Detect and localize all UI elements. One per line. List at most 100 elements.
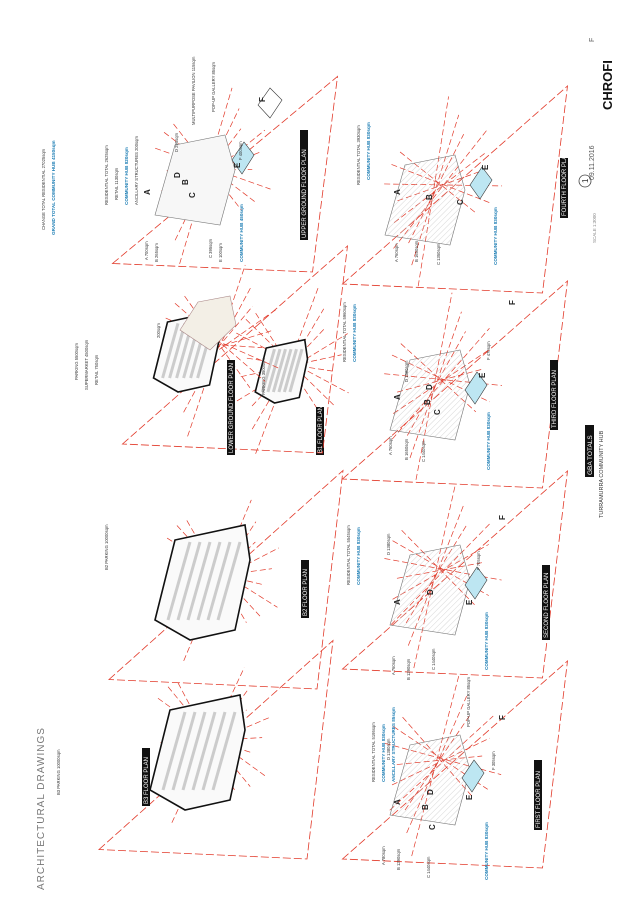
ug-ancillary: ANCILLARY STRUCTURES 200sqm (134, 136, 139, 205)
community-hub-zone (464, 566, 488, 600)
block-letter-d: D (426, 589, 435, 595)
context-line (384, 742, 502, 775)
third-f: F 470sqm (486, 341, 491, 360)
block-letter-c: C (456, 199, 465, 205)
block-letter-a: A (393, 394, 402, 400)
ug-d-wrap: D 295sqm (174, 132, 179, 152)
first-f-wrap: F 305sqm (491, 751, 496, 770)
block-letter-a: A (143, 189, 152, 195)
block-letter-wrap: F (508, 300, 517, 305)
ug-hub-e-wrap: COMMUNITY HUB 450sqm (239, 204, 244, 262)
ug-f-wrap: F 400sqm (238, 141, 243, 160)
ug-hub-wrap: COMMUNITY HUB 820sqm (124, 147, 129, 205)
ug-a-wrap: A 700sqm (144, 241, 149, 260)
block-letter-wrap: F (258, 97, 267, 102)
context-line (170, 568, 272, 583)
ug-hub: COMMUNITY HUB 820sqm (124, 147, 129, 205)
supermarket-zone (179, 295, 237, 351)
lower-ground-retail: RETAIL 750sqm (94, 354, 99, 385)
block-letter-wrap: D (426, 589, 435, 595)
ug-grand-total-wrap: GRAND TOTAL COMMUNITY HUB 4150sqm (51, 140, 56, 235)
lower-ground-extra: 200sqm (156, 323, 161, 338)
block-letter-e: E (233, 162, 242, 168)
block-letter-d: D (425, 384, 434, 390)
title-block: CHROFI (600, 60, 615, 110)
context-line (417, 96, 449, 287)
ug-ancillary-wrap: ANCILLARY STRUCTURES 200sqm (134, 136, 139, 205)
block-letter-a: A (393, 799, 402, 805)
ug-res-total-wrap: CHANGE TOTAL RESIDENTIAL 27025sqm (41, 148, 46, 230)
community-hub-zone (464, 371, 488, 405)
first-b: B 1290sqm (396, 848, 401, 870)
third-hub-e-wrap: COMMUNITY HUB 830sqm (486, 412, 491, 470)
first-hub: COMMUNITY HUB 830sqm (381, 724, 386, 782)
first-residential-wrap: RESIDENTIAL TOTAL 5195sqm (371, 722, 376, 782)
lower-ground-parking: PARKING 5500sqm (74, 343, 79, 380)
building-block (389, 544, 471, 636)
second-c: C 1440sqm (431, 648, 436, 670)
second-hub-e: COMMUNITY HUB 830sqm (484, 612, 489, 670)
building-block (389, 349, 471, 441)
third-b: B 1650sqm (404, 438, 409, 460)
block-letter-e: E (481, 164, 490, 170)
ug-d: D 295sqm (174, 132, 179, 152)
third-residential: RESIDENTIAL TOTAL 5960sqm (342, 302, 347, 362)
second-residential-wrap: RESIDENTIAL TOTAL 5545sqm (346, 525, 351, 585)
parking-bay-row (216, 541, 242, 621)
lower-ground-title-bg (227, 360, 235, 455)
parking-outline (149, 694, 246, 811)
first-residential: RESIDENTIAL TOTAL 5195sqm (371, 722, 376, 782)
ug-res-total: CHANGE TOTAL RESIDENTIAL 27025sqm (41, 148, 46, 230)
block-letter-b: B (421, 804, 430, 810)
first-hub-e-wrap: COMMUNITY HUB 830sqm (484, 822, 489, 880)
community-hub-zone (231, 141, 255, 175)
parking-bay-row (171, 711, 197, 791)
ug-b-wrap: B 265sqm (154, 243, 159, 262)
block-letter-f: F (498, 715, 507, 720)
fourth-residential-wrap: RESIDENTIAL TOTAL 3930sqm (356, 125, 361, 185)
block-letter-wrap: E (481, 164, 490, 170)
date-block: 09.11.2016 (589, 145, 596, 180)
upper-ground-title-wrap: UPPER GROUND FLOOR PLAN (302, 149, 308, 238)
block-letter-wrap: E (465, 794, 474, 800)
b3-title-bg (142, 748, 150, 806)
fourth-c-wrap: C 1350sqm (436, 243, 441, 265)
block-letter-wrap: C (188, 192, 197, 198)
third-hub-wrap: COMMUNITY HUB 830sqm (352, 304, 357, 362)
ug-retail-wrap: RETAIL 1130sqm (114, 167, 119, 200)
block-letter-wrap: B (425, 194, 434, 200)
block-letter-wrap: D (425, 384, 434, 390)
parking-bay-row (206, 541, 232, 621)
fourth-title-wrap: FOURTH FLOOR PLAN (562, 151, 568, 216)
parking-bay-row (161, 711, 187, 791)
block-letter-wrap: D (173, 172, 182, 178)
parking-bay-row (186, 541, 212, 621)
third-a: A 760sqm (388, 436, 393, 455)
site-boundary (121, 245, 349, 454)
ug-grand-total: GRAND TOTAL COMMUNITY HUB 4150sqm (51, 140, 56, 235)
fourth-title-bg (560, 158, 568, 218)
b1-title: B1 FLOOR PLAN (318, 406, 324, 453)
b3-area-wrap: B3 PARKING 10000sqm (56, 749, 61, 795)
block-letter-wrap: C (433, 409, 442, 415)
block-letter-b: B (423, 399, 432, 405)
building-block (154, 134, 236, 226)
block-letter-c: C (428, 824, 437, 830)
third-hub: COMMUNITY HUB 830sqm (352, 304, 357, 362)
first-popup-wrap: POP-UP GALLERY 85sqm (466, 676, 471, 727)
block-letter-wrap: C (456, 199, 465, 205)
building-block (384, 154, 466, 246)
parking-bay-row (277, 348, 293, 393)
block-letter-e: E (465, 599, 474, 605)
upper-ground-title-bg (300, 130, 308, 240)
gba-title-text: GBA TOTALS (587, 435, 594, 475)
first-title-bg (534, 760, 542, 830)
ug-f: F 400sqm (238, 141, 243, 160)
block-letter-a: A (393, 599, 402, 605)
parking-bay-row (288, 348, 304, 393)
block-letter-c: C (433, 409, 442, 415)
ug-residential-wrap: RESIDENTIAL TOTAL 2625sqm (104, 145, 109, 205)
